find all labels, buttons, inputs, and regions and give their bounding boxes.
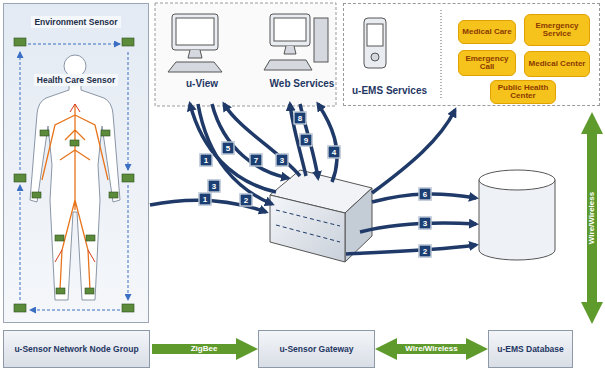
callout-number: 4	[328, 146, 341, 159]
callout-number: 2	[419, 245, 432, 258]
callout-number: 8	[294, 112, 307, 125]
service-box: Emergency Call	[458, 50, 516, 76]
phone-icon	[364, 18, 386, 68]
sensor-network-loop	[20, 44, 128, 310]
node-text: u-Sensor Gateway	[279, 344, 353, 354]
callout-number: 9	[300, 134, 313, 147]
node-text: u-View	[166, 78, 238, 89]
sensor-node	[14, 38, 134, 312]
database-cylinder	[479, 170, 555, 260]
service-group: u-EMS Services Medical Care Emergency Serv…	[343, 3, 600, 106]
callout-number: 2	[240, 194, 253, 207]
client-label: u-View	[166, 78, 238, 94]
callout-number: 7	[250, 154, 263, 167]
workstation-icon	[264, 14, 328, 70]
node-text: Health Care Sensor	[34, 74, 118, 86]
component-box: u-Sensor Gateway	[258, 330, 375, 368]
node-text: u-Sensor Network Node Group	[14, 344, 138, 354]
link-arrow	[587, 124, 597, 312]
monitor-icon	[168, 14, 222, 72]
sensor-panel: Environment SensorHealth Care Sensor	[3, 3, 149, 323]
node-text: Medical Care	[462, 28, 511, 36]
data-flow-arrow	[150, 104, 476, 254]
node-text: u-EMS Services	[352, 85, 427, 96]
divider	[441, 10, 442, 98]
callout-number: 1	[200, 154, 213, 167]
component-box: u-EMS Database	[488, 330, 573, 368]
node-text: Emergency Service	[528, 22, 586, 39]
node-text: Emergency Call	[462, 55, 512, 72]
node-text: Environment Sensor	[31, 16, 120, 28]
panel-ground	[3, 3, 149, 323]
service-box: Medical Care	[458, 20, 516, 44]
component-box: u-Sensor Network Node Group	[3, 330, 150, 368]
client-label: Web Services	[258, 78, 346, 94]
client-group	[155, 3, 336, 106]
service-box: Medical Center	[524, 51, 590, 77]
node-text: Medical Center	[529, 60, 586, 68]
callout-number: 1	[199, 193, 212, 206]
link-label: Wire/Wireless	[402, 344, 460, 354]
link-arrow	[387, 344, 476, 354]
node-text: u-EMS Database	[497, 344, 564, 354]
link-arrow	[152, 344, 246, 354]
callout-number: 3	[276, 154, 289, 167]
link-label: ZigBee	[188, 344, 221, 354]
callout-number: 6	[419, 188, 432, 201]
service-box: Public Health Center	[490, 80, 556, 104]
callout-number: 3	[208, 180, 221, 193]
node-text: Web Services	[258, 78, 346, 89]
callout-number: 5	[222, 142, 235, 155]
node-text: Public Health Center	[494, 84, 552, 101]
body-figure	[30, 55, 120, 300]
callout-number: 3	[419, 217, 432, 230]
gateway-box	[270, 170, 372, 262]
link-label: Wire/Wireless	[587, 189, 597, 247]
service-box: Emergency Service	[524, 14, 590, 46]
